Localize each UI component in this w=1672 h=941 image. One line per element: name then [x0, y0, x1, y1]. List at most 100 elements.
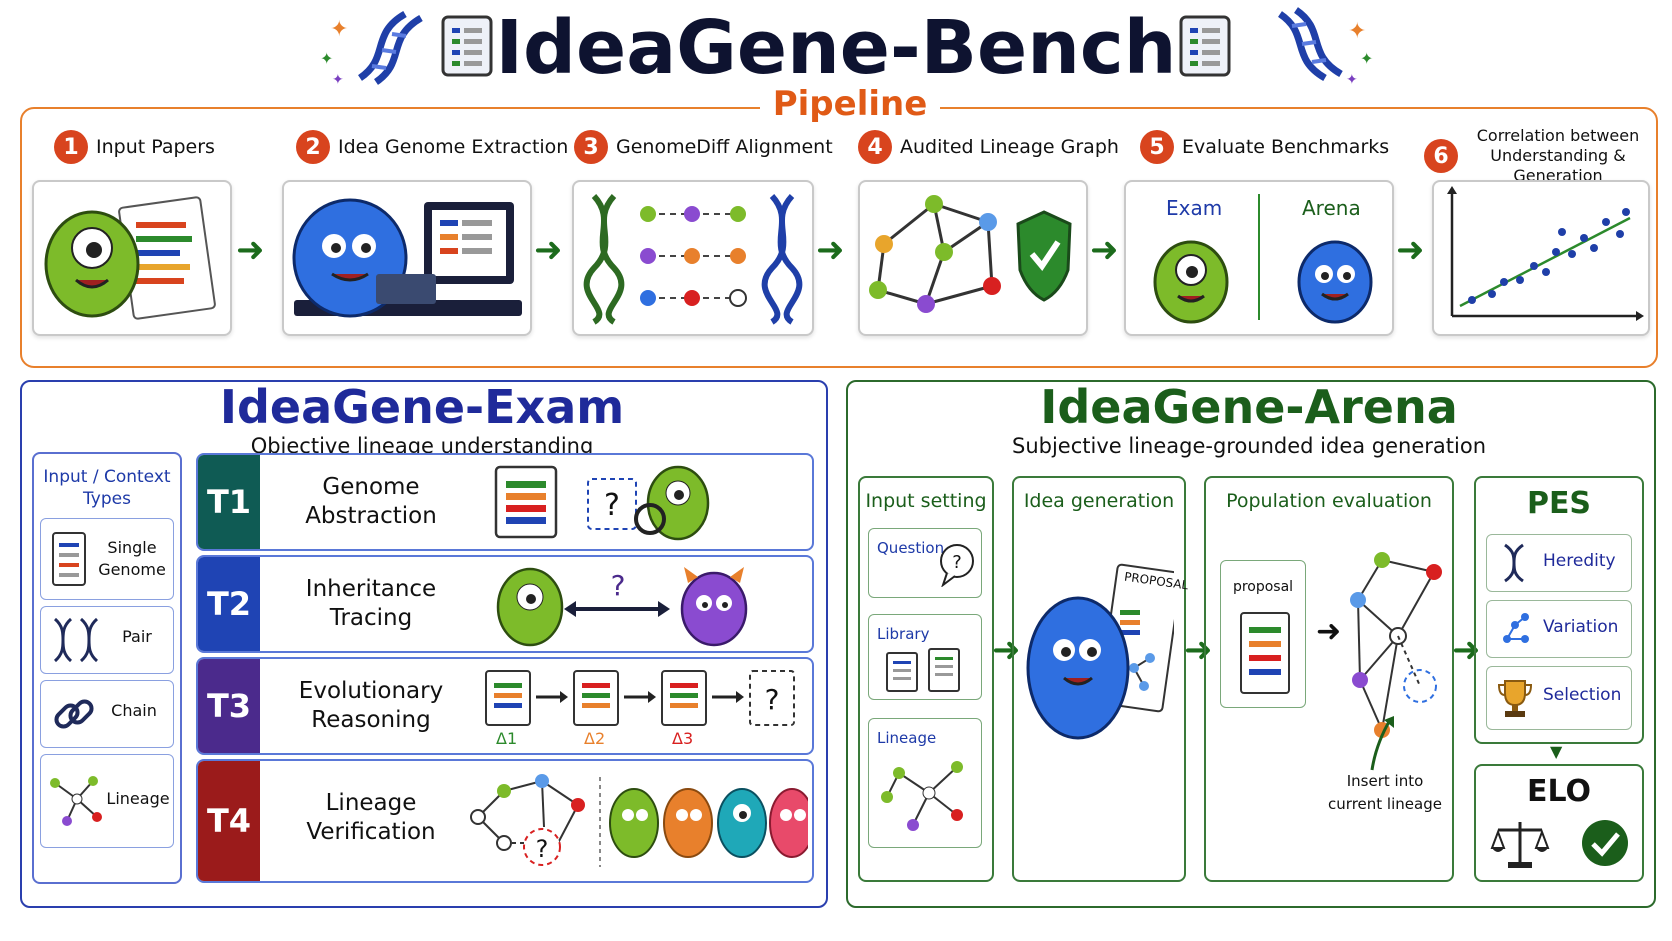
arrow-right-icon: ➜ [1090, 230, 1119, 270]
step-3-header: 3 GenomeDiff Alignment [574, 130, 833, 164]
documents-icon [886, 648, 960, 692]
step-4-header: 4 Audited Lineage Graph [858, 130, 1119, 164]
lineage-graph-with-shield-illustration [869, 195, 1072, 313]
dna-icon: ✦ ✦ ✦ [1277, 7, 1373, 86]
step-2-header: 2 Idea Genome Extraction [296, 130, 568, 164]
task-t1-illustration: ? [494, 465, 710, 541]
step-5-exam-label: Exam [1166, 196, 1223, 220]
arrow-right-icon: ➜ [534, 230, 563, 270]
arena-panel [846, 380, 1656, 908]
step-number: 4 [858, 130, 892, 164]
exam-title: IdeaGene-Exam [219, 380, 625, 434]
dna-icon [1504, 543, 1524, 583]
step-label: Audited Lineage Graph [900, 136, 1119, 158]
arrow-right-icon: ➜ [1316, 614, 1342, 649]
pes-item-label: Variation [1543, 617, 1619, 637]
check-circle-icon [1582, 820, 1628, 866]
context-item-single-genome: Single Genome [40, 518, 174, 600]
task-t3-illustration: ? [485, 670, 795, 726]
step-label: GenomeDiff Alignment [616, 136, 833, 158]
task-row-t2: T2 Inheritance Tracing ? [196, 555, 814, 653]
step-number: 2 [296, 130, 330, 164]
task-label: Evolutionary Reasoning [298, 678, 444, 733]
input-setting-panel: Input setting Question ? Library Lineage [858, 476, 994, 882]
document-icon [1179, 15, 1231, 77]
step-6-header: 6 Correlation between Understanding & Ge… [1424, 126, 1650, 186]
arrow-down-icon: ▼ [1550, 742, 1563, 761]
svg-text:?: ? [611, 569, 626, 602]
svg-text:?: ? [536, 835, 549, 863]
blue-monster-with-proposal-illustration [1026, 563, 1174, 740]
branch-icon [1503, 613, 1529, 643]
speech-bubble-icon: ? [940, 544, 974, 587]
arrow-right-icon: ➜ [816, 230, 845, 270]
scatter-correlation-illustration [1447, 186, 1644, 321]
arrow-right-icon: ➜ [236, 230, 265, 270]
pes-panel: PES Heredity Variation Selection [1474, 476, 1644, 744]
population-evaluation-panel: Population evaluation proposal ➜ Insert … [1204, 476, 1454, 882]
input-label: Lineage [877, 729, 937, 747]
scales-icon [1490, 822, 1550, 868]
task-badge: T2 [198, 557, 260, 651]
task-row-t1: T1 Genome Abstraction ? [196, 453, 814, 551]
svg-text:?: ? [765, 683, 780, 716]
arrow-right-icon: ➜ [1396, 230, 1425, 270]
idea-generation-title: Idea generation [1023, 490, 1175, 512]
arrow-right-icon: ➜ [1184, 630, 1213, 670]
svg-text:✦: ✦ [330, 17, 348, 42]
idea-generation-panel: Idea generation PROPOSAL [1012, 476, 1189, 882]
pes-item-heredity: Heredity [1486, 534, 1632, 592]
pes-item-label: Selection [1543, 685, 1622, 705]
task-t4-illustration: ? [470, 774, 808, 867]
input-lineage-card: Lineage [868, 718, 982, 848]
green-monster-icon [1153, 240, 1229, 324]
green-monster-with-papers-illustration [44, 196, 216, 320]
step-5-header: 5 Evaluate Benchmarks [1140, 130, 1389, 164]
delta-label: Δ1 [496, 729, 518, 748]
step-2-card [282, 180, 532, 336]
pes-item-variation: Variation [1486, 600, 1632, 658]
task-label: Inheritance Tracing [305, 576, 437, 631]
delta-label: Δ3 [672, 729, 694, 748]
step-1-card [32, 180, 232, 336]
input-label: Question [877, 539, 945, 557]
lineage-graph-icon [50, 776, 102, 826]
genome-diff-alignment-illustration [583, 193, 803, 325]
context-types-panel: Input / Context Types Single Genome Pair… [32, 452, 182, 884]
step-label: Correlation between Understanding & Gene… [1476, 126, 1640, 185]
task-row-t3: T3 Evolutionary Reasoning ? Δ1 Δ2 Δ3 [196, 657, 814, 755]
population-lineage-graph [1350, 552, 1442, 738]
step-number: 3 [574, 130, 608, 164]
step-3-card [572, 180, 814, 336]
task-badge: T3 [198, 659, 260, 753]
step-label: Idea Genome Extraction [338, 136, 569, 158]
svg-text:✦: ✦ [1346, 72, 1358, 86]
step-4-card [858, 180, 1088, 336]
document-icon [52, 532, 86, 586]
trophy-icon [1497, 680, 1533, 717]
step-6-card [1432, 180, 1650, 336]
step-5-arena-label: Arena [1302, 196, 1361, 220]
dna-icon: ✦ ✦ ✦ [320, 10, 423, 86]
step-label: Input Papers [96, 136, 215, 158]
pes-item-selection: Selection [1486, 666, 1632, 730]
arena-title: IdeaGene-Arena [1040, 380, 1458, 434]
insert-arrow-icon [1370, 716, 1394, 771]
step-number: 1 [54, 130, 88, 164]
document-icon [441, 15, 493, 77]
task-label: Lineage Verification [306, 790, 436, 845]
step-number: 5 [1140, 130, 1174, 164]
insert-note: Insert into current lineage [1328, 772, 1442, 813]
page-title: IdeaGene-Bench [0, 2, 1672, 94]
svg-text:?: ? [952, 552, 962, 573]
pipeline-label: Pipeline [760, 84, 940, 124]
elo-title: ELO [1526, 774, 1592, 809]
divider [1258, 194, 1260, 320]
svg-text:✦: ✦ [1360, 49, 1373, 68]
input-setting-title: Input setting [865, 490, 987, 512]
step-1-header: 1 Input Papers [54, 130, 215, 164]
blue-monster-icon [1297, 240, 1373, 324]
input-label: Library [877, 625, 930, 643]
svg-text:✦: ✦ [332, 72, 344, 86]
pes-item-label: Heredity [1543, 551, 1616, 571]
